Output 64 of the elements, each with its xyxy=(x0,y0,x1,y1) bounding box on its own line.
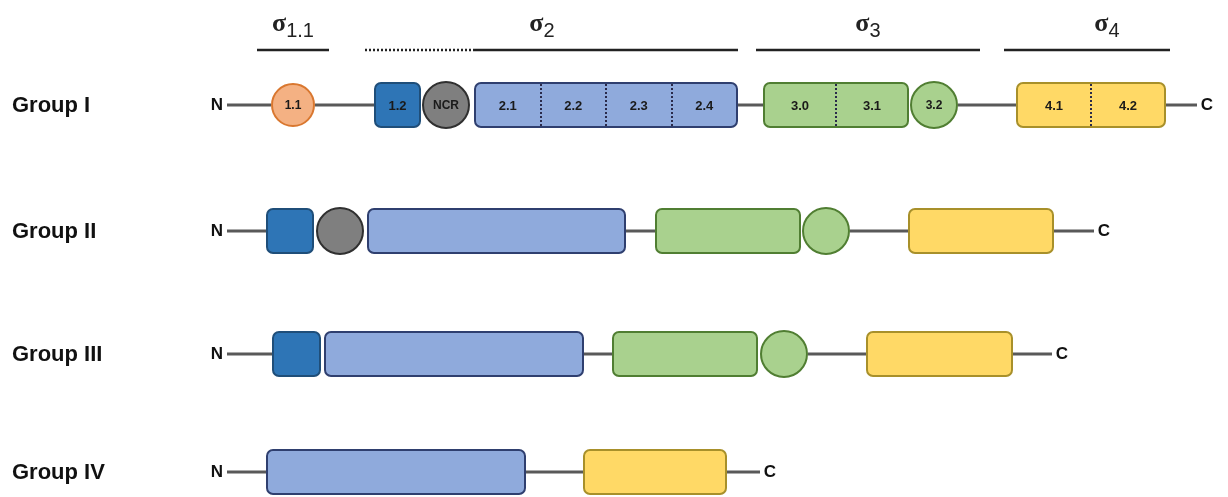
region-label: 1.2 xyxy=(388,97,407,113)
domain-box xyxy=(474,82,738,128)
region-label: 1.1 xyxy=(284,98,302,112)
linker-line xyxy=(850,229,908,233)
linker-line xyxy=(227,470,266,474)
group-label: Group II xyxy=(12,218,97,244)
domain-circle xyxy=(271,83,315,127)
domain-box xyxy=(908,208,1054,254)
linker-line xyxy=(808,352,866,356)
domain-box xyxy=(266,208,314,254)
terminus-label: C xyxy=(1052,344,1072,364)
linker-line xyxy=(1013,352,1052,356)
linker-line xyxy=(727,470,760,474)
linker-line xyxy=(626,229,655,233)
domain-box xyxy=(866,331,1013,377)
domain-box xyxy=(272,331,321,377)
region-label: 4.2 xyxy=(1118,97,1138,113)
linker-line xyxy=(738,103,763,107)
domain-box xyxy=(324,331,584,377)
region-label: 4.1 xyxy=(1044,97,1064,113)
linker-line xyxy=(227,352,272,356)
linker-line xyxy=(227,103,271,107)
region-label: 3.1 xyxy=(862,97,882,113)
domain-circle xyxy=(802,207,850,255)
region-label: 2.3 xyxy=(629,97,648,113)
group-label: Group III xyxy=(12,341,103,367)
region-heading: σ$_{3}$ xyxy=(855,8,881,43)
linker-line xyxy=(1166,103,1197,107)
domain-box xyxy=(763,82,909,128)
domain-box xyxy=(583,449,727,495)
domain-box xyxy=(374,82,421,128)
region-label: 2.4 xyxy=(695,97,714,113)
linker-line xyxy=(584,352,612,356)
terminus-label: N xyxy=(207,95,227,115)
group-label: Group IV xyxy=(12,459,105,485)
terminus-label: C xyxy=(1197,95,1217,115)
domain-box xyxy=(1016,82,1166,128)
terminus-label: N xyxy=(207,221,227,241)
terminus-label: N xyxy=(207,462,227,482)
domain-box xyxy=(655,208,801,254)
terminus-label: N xyxy=(207,344,227,364)
domain-circle xyxy=(760,330,808,378)
linker-line xyxy=(227,229,266,233)
region-label: 2.1 xyxy=(498,97,517,113)
region-label: 2.2 xyxy=(564,97,583,113)
region-heading: σ$_{2}$ xyxy=(529,8,555,43)
linker-line xyxy=(315,103,374,107)
group-label: Group I xyxy=(12,92,91,118)
linker-line xyxy=(526,470,583,474)
region-label: NCR xyxy=(433,98,459,112)
domain-box xyxy=(367,208,626,254)
domain-circle xyxy=(910,81,958,129)
linker-line xyxy=(958,103,1016,107)
region-label: 3.2 xyxy=(925,98,943,112)
region-heading: σ$_{4}$ xyxy=(1094,8,1120,43)
linker-line xyxy=(1054,229,1094,233)
domain-box xyxy=(266,449,526,495)
domain-circle xyxy=(422,81,470,129)
terminus-label: C xyxy=(760,462,780,482)
region-label: 3.0 xyxy=(790,97,810,113)
terminus-label: C xyxy=(1094,221,1114,241)
domain-circle xyxy=(316,207,364,255)
region-heading: σ$_{1.1}$ xyxy=(272,8,314,43)
domain-box xyxy=(612,331,758,377)
